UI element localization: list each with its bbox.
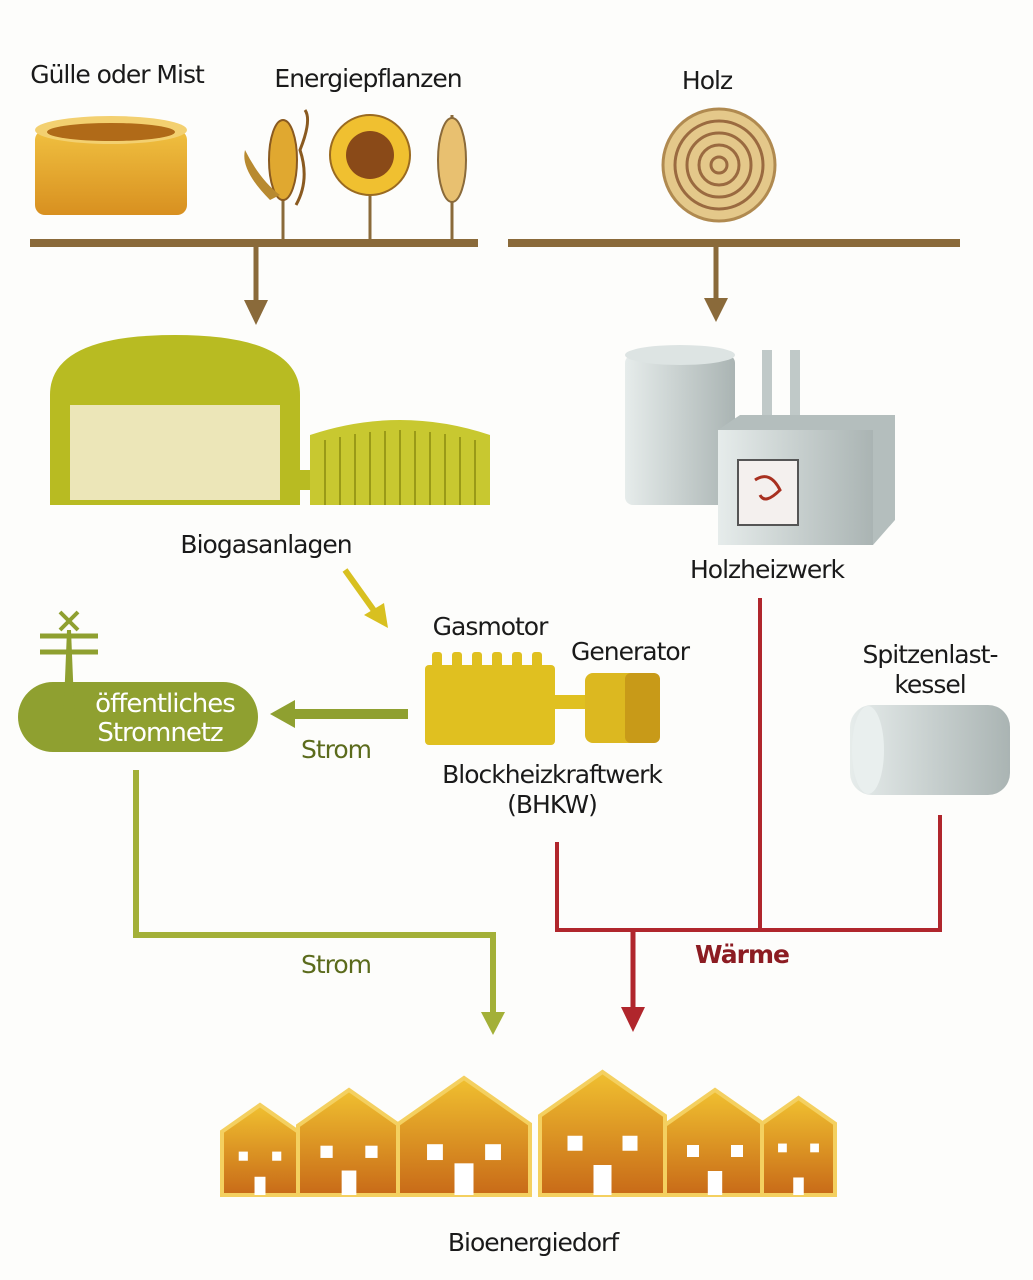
biogas-flow-arrow [342, 568, 388, 628]
village-houses [220, 1069, 837, 1197]
label-power-1: Strom [300, 735, 372, 764]
wheat-icon [437, 115, 467, 240]
label-manure: Gülle oder Mist [30, 60, 205, 89]
house-icon [296, 1087, 402, 1197]
house-icon [220, 1102, 300, 1197]
biogas-plant-icon [50, 335, 490, 505]
house-icon [538, 1069, 667, 1197]
label-wood-heating-plant: Holzheizwerk [689, 555, 845, 584]
label-chp: Blockheizkraftwerk [442, 760, 663, 789]
label-chp-abbr: (BHKW) [507, 790, 598, 819]
peak-load-boiler-icon [850, 705, 1010, 795]
label-public-grid-1: öffentliches [95, 689, 236, 719]
label-public-grid-2: Stromnetz [97, 718, 223, 748]
manure-tank-icon [35, 116, 187, 215]
wood-log-icon [661, 107, 777, 223]
feedstock-lines [30, 239, 960, 325]
label-peak-boiler-2: kessel [894, 670, 966, 699]
generator-icon [585, 673, 660, 743]
label-energy-crops: Energiepflanzen [274, 64, 462, 93]
label-biogas-plants: Biogasanlagen [180, 530, 352, 559]
sunflower-icon [329, 114, 411, 240]
public-grid-icon [18, 610, 258, 752]
heat-lines [555, 598, 942, 1032]
power-lines [133, 700, 505, 1035]
label-peak-boiler-1: Spitzenlast- [862, 640, 999, 669]
corn-plant-icon [244, 109, 310, 240]
house-icon [760, 1095, 837, 1197]
label-wood: Holz [681, 66, 733, 95]
chp-engine-icon [425, 652, 590, 745]
label-village: Bioenergiedorf [447, 1228, 619, 1257]
label-power-2: Strom [300, 950, 372, 979]
label-heat: Wärme [695, 940, 790, 969]
wood-heating-plant-icon [625, 345, 895, 545]
house-icon [663, 1087, 767, 1197]
label-generator: Generator [571, 637, 690, 666]
house-icon [396, 1075, 532, 1197]
label-gas-engine: Gasmotor [432, 612, 549, 641]
